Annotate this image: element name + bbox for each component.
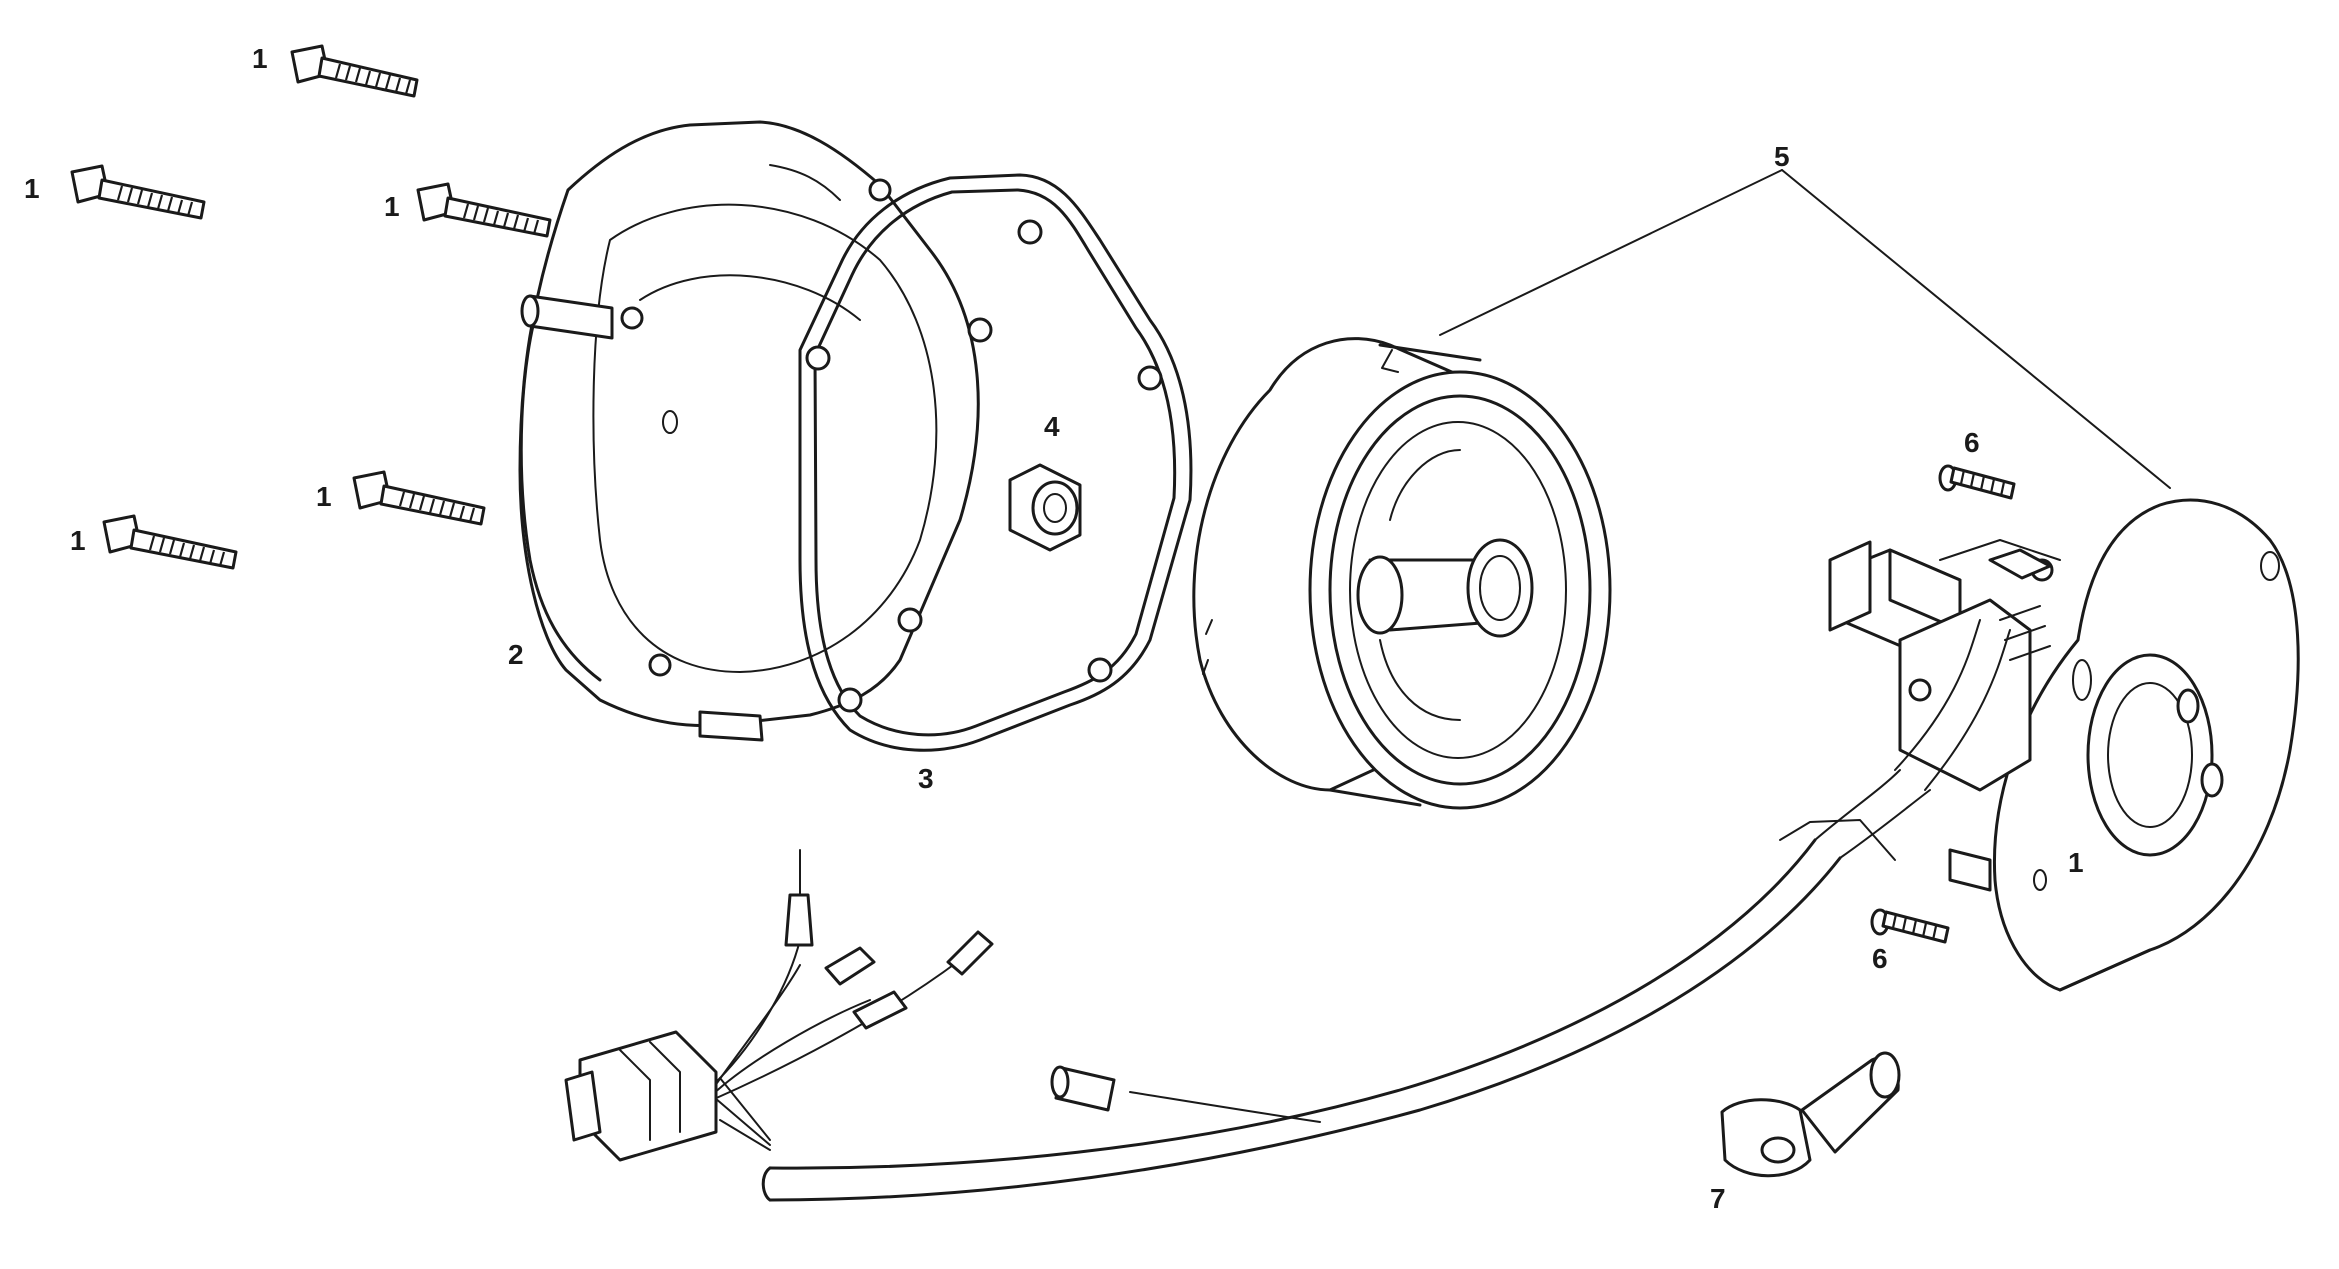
stator-cover xyxy=(518,120,980,742)
callout-6-lower: 6 xyxy=(1872,943,1888,974)
callout-1-bolt-e: 1 xyxy=(70,525,86,556)
bushing xyxy=(1008,463,1082,552)
callout-7-key: 7 xyxy=(1710,1183,1726,1214)
callout-5-set: 5 xyxy=(1774,141,1790,172)
bolt-1a xyxy=(290,44,419,98)
callout-2-cover: 2 xyxy=(508,639,524,670)
bolt-1c xyxy=(416,182,552,238)
gasket xyxy=(798,173,1193,752)
screw-6-lower xyxy=(1870,908,1950,944)
woodruff-key xyxy=(1720,1051,1901,1178)
callout-1-bolt-b: 1 xyxy=(24,173,40,204)
callout-labels: 1 1 1 1 1 1 2 3 4 5 6 6 7 xyxy=(24,43,2084,1214)
bolt-1b xyxy=(70,164,206,220)
callout-1-stator-bolt: 1 xyxy=(2068,847,2084,878)
callout-4-bushing: 4 xyxy=(1044,411,1060,442)
screw-6-upper xyxy=(1938,464,2016,500)
bolt-1e xyxy=(102,514,238,570)
callout-1-bolt-c: 1 xyxy=(384,191,400,222)
wiring-harness xyxy=(564,619,2011,1202)
flywheel-rotor xyxy=(1192,337,1612,810)
stator-plate xyxy=(1992,498,2300,992)
pickup-coil-block xyxy=(1828,539,2061,892)
callout-1-bolt-d: 1 xyxy=(316,481,332,512)
callout-1-bolt-a: 1 xyxy=(252,43,268,74)
callout-5-leaders xyxy=(1439,169,2171,489)
callout-6-upper: 6 xyxy=(1964,427,1980,458)
bolt-1d xyxy=(352,470,486,526)
callout-3-gasket: 3 xyxy=(918,763,934,794)
